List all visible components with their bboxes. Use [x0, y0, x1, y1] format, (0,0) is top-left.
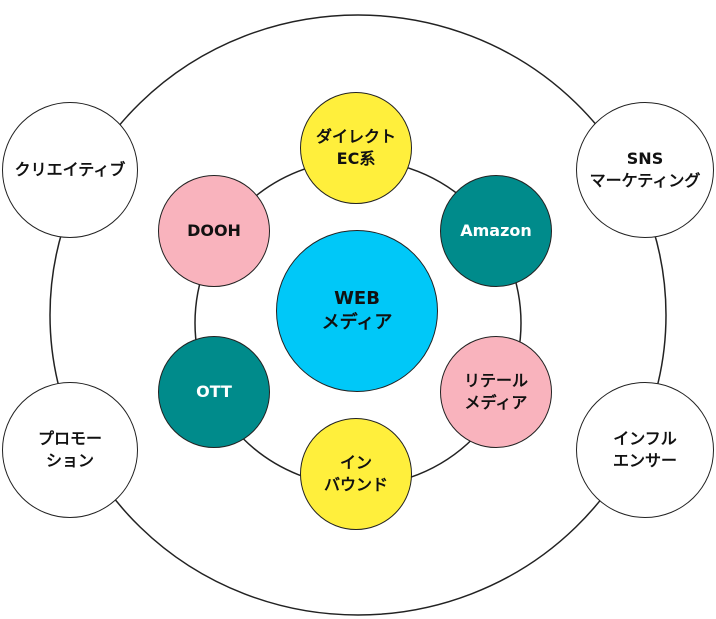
node-promotion-line-1: プロモー — [37, 429, 102, 449]
node-ott-label: OTT — [196, 382, 232, 402]
node-influencer-line-1: インフル — [613, 429, 677, 449]
node-retail-media-line-1: リテール — [463, 371, 528, 391]
node-sns-marketing-line-1: SNS — [626, 149, 664, 169]
node-sns-marketing: SNS マーケティング — [576, 102, 714, 238]
center-node-line-1: WEB — [334, 287, 380, 309]
node-direct-ec-line-2: EC系 — [336, 149, 376, 168]
node-creative: クリエイティブ — [2, 102, 138, 238]
node-creative-label: クリエイティブ — [14, 160, 126, 180]
node-inbound: イン バウンド — [300, 418, 412, 530]
node-inbound-line-1: イン — [339, 453, 372, 473]
node-direct-ec: ダイレクト EC系 — [300, 92, 412, 204]
node-retail-media-line-2: メディア — [464, 393, 528, 412]
node-amazon: Amazon — [440, 175, 552, 287]
node-dooh-label: DOOH — [187, 221, 241, 241]
node-direct-ec-line-1: ダイレクト — [315, 127, 396, 147]
node-ott: OTT — [158, 336, 270, 448]
node-promotion-line-2: ション — [45, 451, 94, 470]
node-influencer-line-2: エンサー — [612, 451, 677, 470]
node-retail-media: リテール メディア — [440, 336, 552, 448]
node-amazon-label: Amazon — [460, 221, 532, 241]
node-sns-marketing-line-2: マーケティング — [589, 171, 701, 190]
center-node-line-2: メディア — [321, 312, 393, 333]
node-promotion: プロモー ション — [2, 382, 138, 518]
node-influencer: インフル エンサー — [576, 382, 714, 518]
node-dooh: DOOH — [158, 175, 270, 287]
center-node-web-media: WEB メディア — [276, 230, 438, 392]
node-inbound-line-2: バウンド — [323, 475, 388, 494]
outer-ring — [49, 14, 667, 616]
